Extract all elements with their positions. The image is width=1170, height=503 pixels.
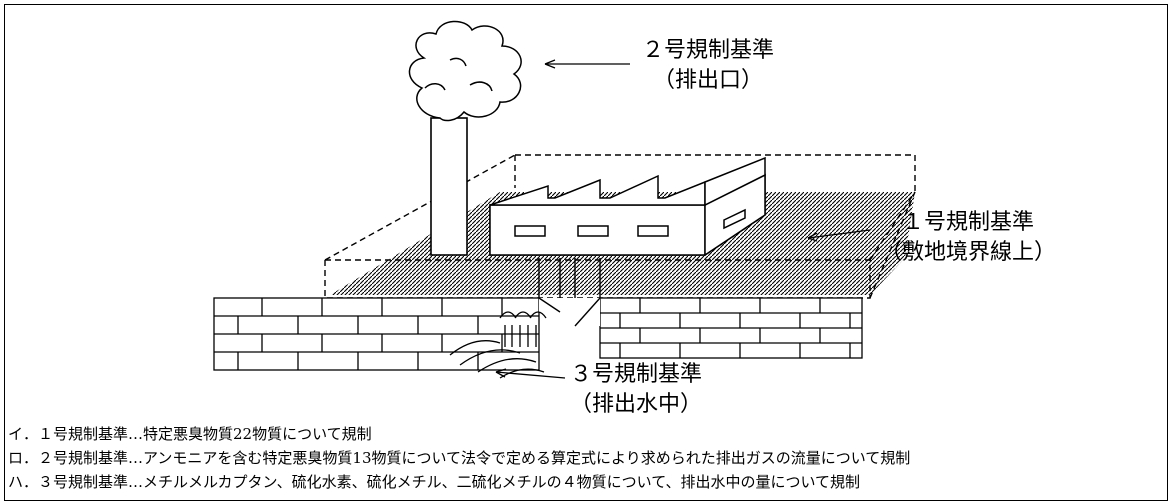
brick-wall-right (599, 297, 863, 359)
note-i: イ．１号規制基準…特定悪臭物質22物質について規制 (8, 425, 372, 443)
callout-standard-1: １号規制基準 （敷地境界線上） (880, 208, 1056, 268)
note-ro: ロ．２号規制基準…アンモニアを含む特定悪臭物質13物質について法令で定める算定式… (8, 449, 911, 467)
callout-standard-2-sub: （排出口） (653, 68, 764, 93)
chimney (430, 117, 468, 256)
leader-arrows (495, 59, 871, 379)
effluent-water (449, 311, 547, 379)
callout-standard-2: ２号規制基準 （排出口） (642, 36, 774, 96)
callout-standard-2-title: ２号規制基準 (642, 38, 775, 63)
smoke-cloud (408, 20, 522, 122)
callout-standard-3-sub: （排出水中） (570, 392, 703, 417)
drain-channel (538, 258, 601, 327)
callout-standard-3-title: ３号規制基準 (570, 362, 703, 387)
note-ha: ハ．３号規制基準…メチルメルカプタン、硫化水素、硫化メチル、二硫化メチルの４物質… (8, 473, 861, 491)
callout-standard-1-title: １号規制基準 (902, 210, 1035, 235)
callout-standard-1-sub: （敷地境界線上） (880, 240, 1057, 265)
callout-standard-3: ３号規制基準 （排出水中） (570, 360, 702, 420)
brick-wall-left (213, 297, 540, 371)
factory-odor-diagram (213, 20, 916, 379)
notes-list: イ．１号規制基準…特定悪臭物質22物質について規制 ロ．２号規制基準…アンモニア… (8, 422, 910, 494)
factory-building (489, 156, 766, 257)
